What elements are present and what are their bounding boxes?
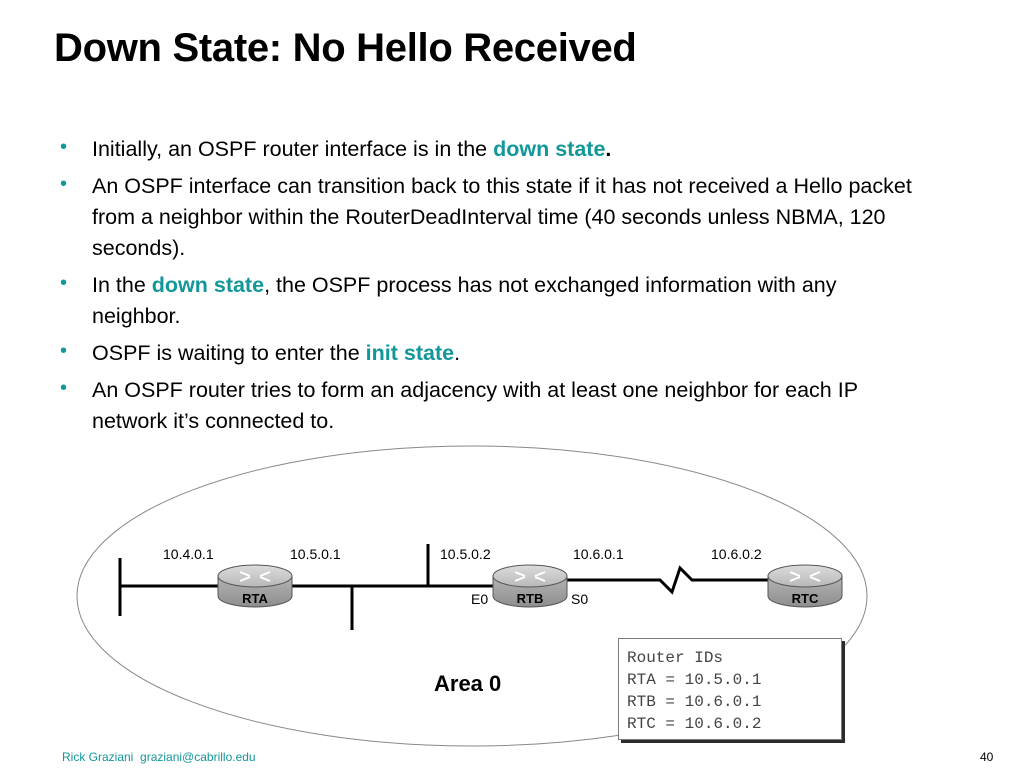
bullet-text: . [605, 137, 612, 161]
bullet-dot-icon: • [60, 377, 68, 399]
bullet-text: In the [92, 273, 152, 297]
footer-author: Rick Graziani [62, 750, 134, 764]
address-rtb-right: 10.6.0.1 [573, 546, 624, 562]
footer-credit: Rick Graziani graziani@cabrillo.edu [62, 750, 256, 764]
footer-email[interactable]: graziani@cabrillo.edu [140, 750, 256, 764]
router-ids-box: Router IDs RTA = 10.5.0.1 RTB = 10.6.0.1… [618, 638, 842, 740]
bullet-text: . [454, 341, 461, 365]
area-label: Area 0 [434, 671, 501, 696]
area-boundary [76, 445, 868, 747]
slide-title: Down State: No Hello Received [54, 26, 637, 70]
bullet-item: • An OSPF router tries to form an adjacen… [60, 375, 920, 437]
router-label-rtc: RTC [792, 591, 819, 606]
router-rta-icon[interactable]: RTA [217, 564, 293, 608]
router-ids-heading: Router IDs [627, 649, 724, 667]
bullet-dot-icon: • [60, 136, 68, 158]
bullet-text: An OSPF router tries to form an adjacenc… [92, 378, 858, 433]
address-rta-right: 10.5.0.1 [290, 546, 341, 562]
router-rtc-icon[interactable]: RTC [767, 564, 843, 608]
router-id-rta: RTA = 10.5.0.1 [627, 671, 762, 689]
bullet-list: • Initially, an OSPF router interface is … [60, 134, 920, 443]
highlighted-term: down state [151, 273, 265, 297]
bullet-text: An OSPF interface can transition back to… [92, 174, 912, 260]
bullet-text: , the OSPF process has not exchanged inf… [92, 273, 837, 328]
bullet-dot-icon: • [60, 340, 68, 362]
interface-e0: E0 [471, 591, 488, 607]
bullet-item: • An OSPF interface can transition back t… [60, 171, 920, 264]
interface-s0: S0 [571, 591, 588, 607]
bullet-text: OSPF is waiting to enter the [92, 341, 366, 365]
bullet-item: • In the down state, the OSPF process has… [60, 270, 920, 332]
bullet-item: • Initially, an OSPF router interface is … [60, 134, 920, 165]
address-rtc: 10.6.0.2 [711, 546, 762, 562]
bullet-item: • OSPF is waiting to enter the init state… [60, 338, 920, 369]
bullet-dot-icon: • [60, 272, 68, 294]
bullet-dot-icon: • [60, 173, 68, 195]
highlighted-term: down state [493, 137, 606, 161]
highlighted-term: init state [365, 341, 455, 365]
serial-link [564, 565, 772, 595]
router-rtb-icon[interactable]: RTB [492, 564, 568, 608]
router-id-rtb: RTB = 10.6.0.1 [627, 693, 762, 711]
address-rta-left: 10.4.0.1 [163, 546, 214, 562]
page-number: 40 [980, 750, 994, 764]
router-label-rta: RTA [242, 591, 268, 606]
router-label-rtb: RTB [517, 591, 544, 606]
router-id-rtc: RTC = 10.6.0.2 [627, 715, 762, 733]
address-rtb-left: 10.5.0.2 [440, 546, 491, 562]
bullet-text: Initially, an OSPF router interface is i… [92, 137, 494, 161]
